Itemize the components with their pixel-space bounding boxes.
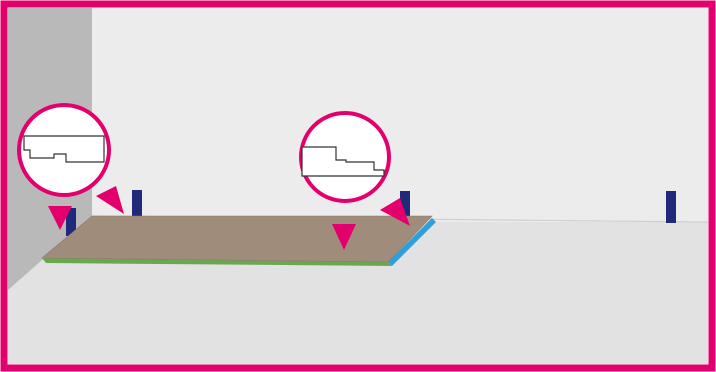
tongue-profile-center-icon bbox=[301, 146, 385, 177]
arrow-right-diagonal bbox=[380, 198, 410, 226]
callout-center bbox=[299, 111, 391, 203]
plank-side-edge bbox=[388, 218, 436, 266]
spacer-back-left bbox=[132, 190, 142, 216]
plank-front-edge bbox=[42, 258, 392, 266]
callout-left bbox=[17, 103, 111, 197]
spacer-back-center bbox=[400, 191, 410, 219]
arrow-left-down bbox=[48, 206, 72, 230]
arrow-center-down bbox=[332, 224, 356, 250]
arrow-back-diagonal bbox=[96, 186, 124, 214]
groove-profile-left-icon bbox=[23, 135, 105, 163]
spacer-left-wall bbox=[66, 208, 76, 236]
callout-center-circle bbox=[299, 111, 391, 203]
plank-top-face bbox=[41, 215, 433, 263]
spacer-back-right bbox=[666, 191, 676, 223]
